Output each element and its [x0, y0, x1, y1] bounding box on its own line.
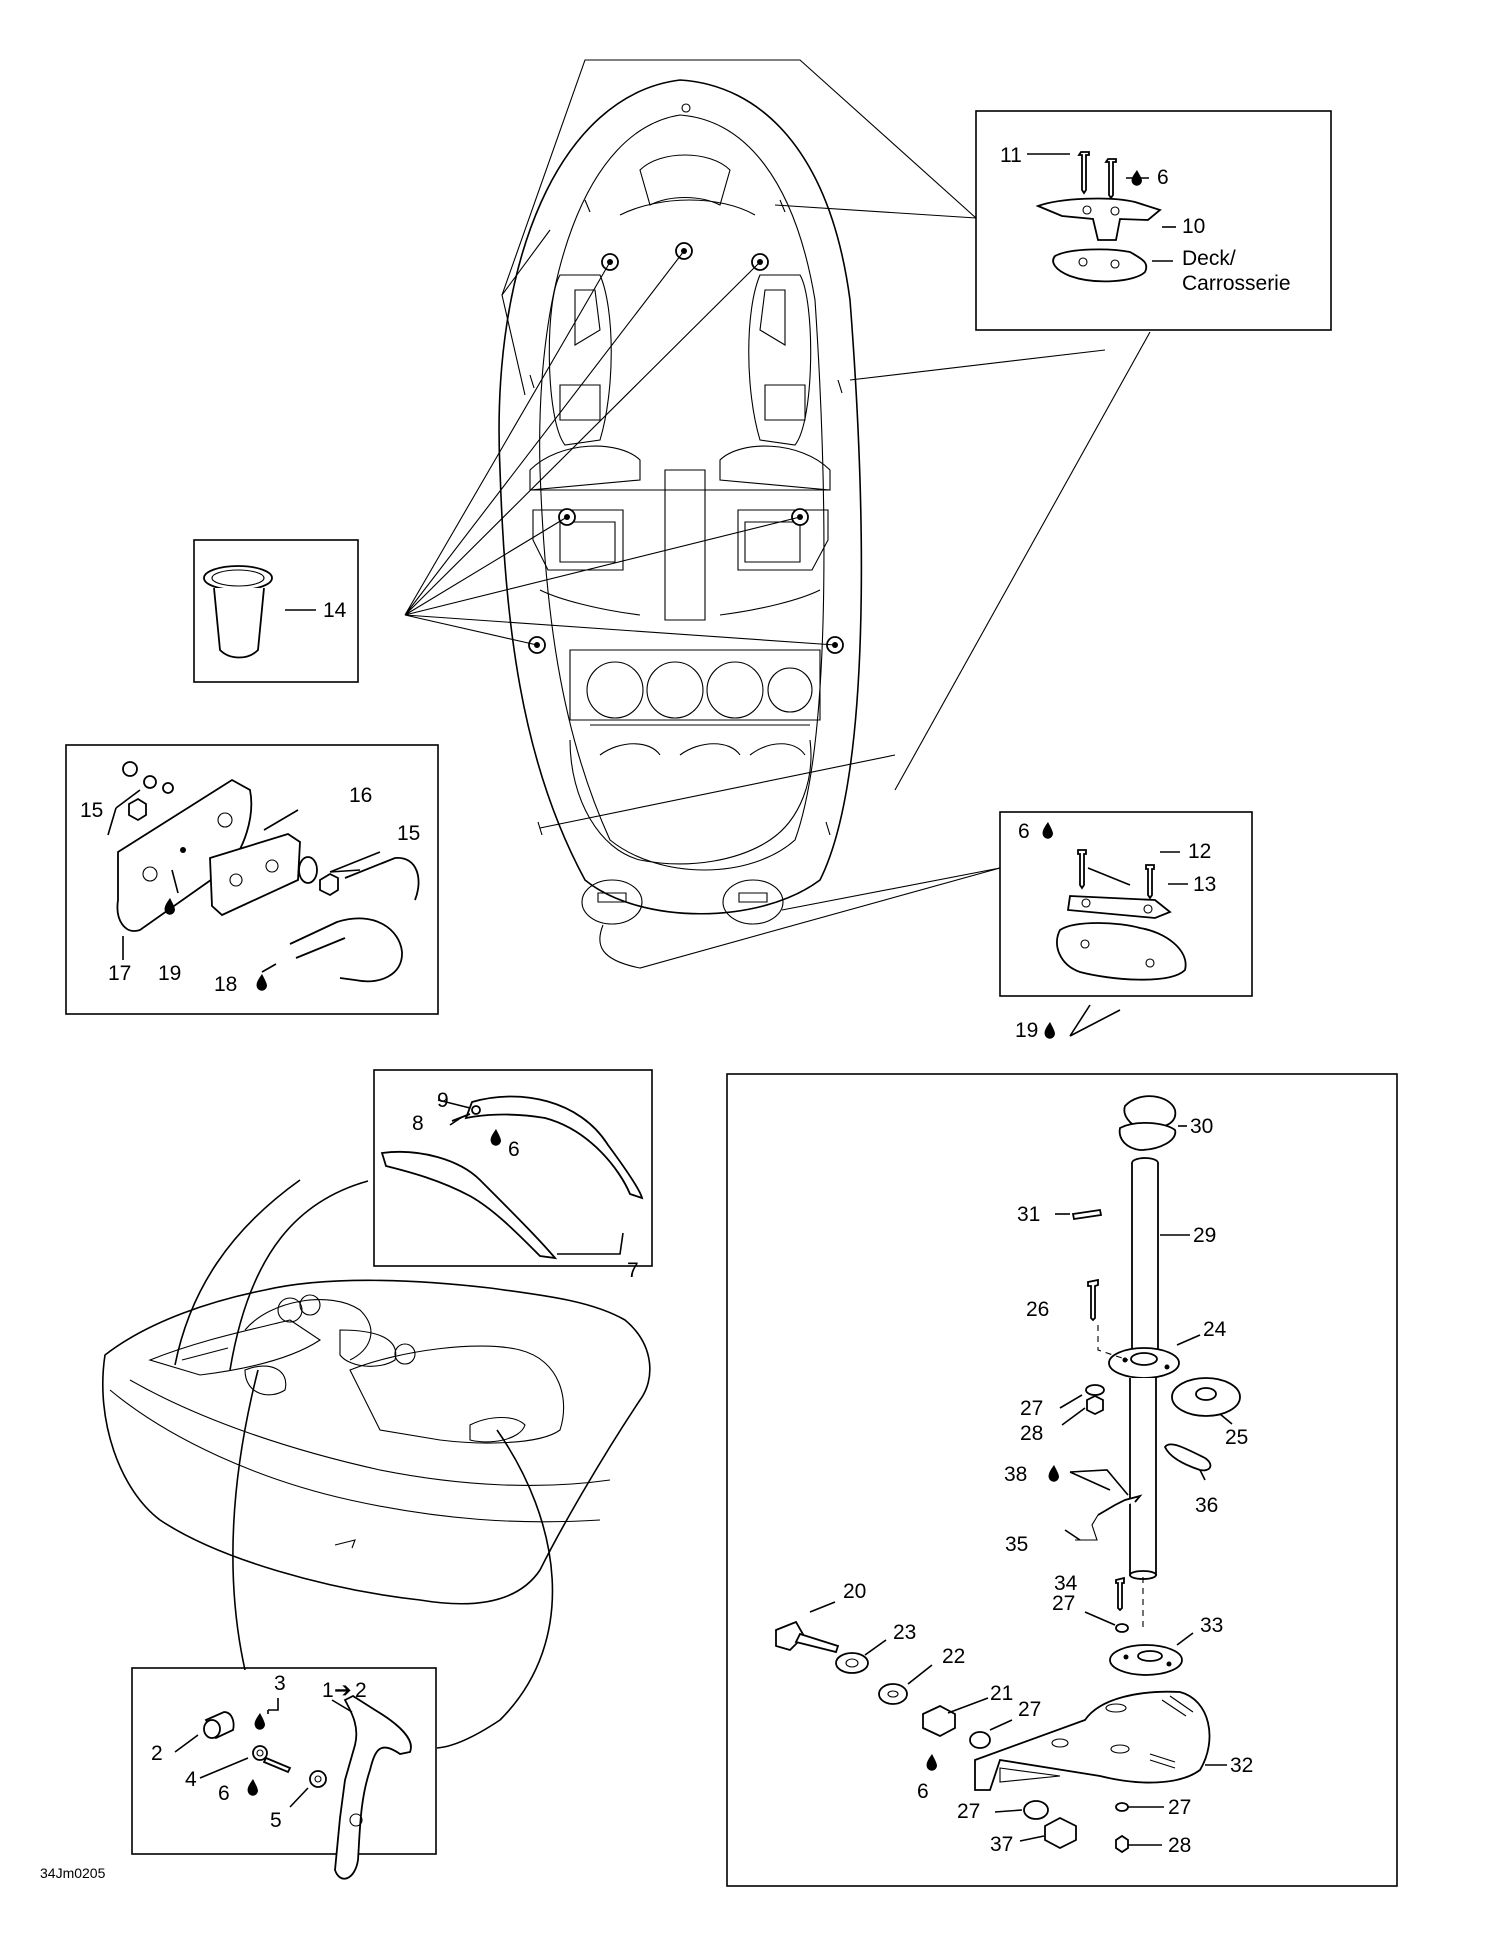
- steering-column-box: 30 29 31 26 24 27 28: [726, 1073, 1398, 1887]
- callout-38: 38: [1004, 1463, 1027, 1486]
- callout-14: 14: [323, 599, 347, 622]
- callout-27c: 27: [1168, 1796, 1191, 1819]
- callout-16: 16: [349, 784, 372, 807]
- callout-13: 13: [1193, 873, 1216, 896]
- callout-28a: 28: [1020, 1422, 1043, 1445]
- grab-handle-box: 9 8 6 7: [373, 1069, 653, 1282]
- callout-19b: 19: [1015, 1019, 1038, 1042]
- callout-37: 37: [990, 1833, 1013, 1856]
- callout-23: 23: [893, 1621, 916, 1644]
- callout-6: 6: [1157, 166, 1169, 189]
- callout-33: 33: [1200, 1614, 1223, 1637]
- callout-1-arrow: ➔: [334, 1679, 352, 1702]
- callout-22: 22: [942, 1645, 965, 1668]
- callout-35: 35: [1005, 1533, 1028, 1556]
- callout-11: 11: [1000, 144, 1022, 167]
- callout-4: 4: [185, 1768, 197, 1791]
- callout-21: 21: [990, 1682, 1013, 1705]
- callout-31: 31: [1017, 1203, 1040, 1226]
- tow-eye-box: 15 16 15 17 19 18: [65, 744, 439, 1015]
- callout-36: 36: [1195, 1494, 1218, 1517]
- callout-34: 34: [1054, 1572, 1078, 1595]
- callout-1-to-2: 2: [355, 1679, 367, 1702]
- deck-leader-lines: [404, 59, 1151, 969]
- callout-32: 32: [1230, 1754, 1253, 1777]
- callout-6-handle: 6: [508, 1138, 520, 1161]
- callout-17: 17: [108, 962, 131, 985]
- callout-7: 7: [627, 1259, 639, 1282]
- callout-24: 24: [1203, 1318, 1227, 1341]
- transom-box: 6 12 13 19: [999, 811, 1253, 1042]
- deck-label-line2: Carrosserie: [1182, 272, 1291, 295]
- callout-10: 10: [1182, 215, 1205, 238]
- callout-9: 9: [437, 1089, 449, 1112]
- callout-26: 26: [1026, 1298, 1049, 1321]
- callout-2: 2: [151, 1742, 163, 1765]
- callout-20: 20: [843, 1580, 866, 1603]
- callout-15a: 15: [80, 799, 103, 822]
- callout-8: 8: [412, 1112, 424, 1135]
- cup-holder-box: 14: [193, 539, 359, 683]
- callout-25: 25: [1225, 1426, 1248, 1449]
- callout-19a: 19: [158, 962, 181, 985]
- callout-29: 29: [1193, 1224, 1216, 1247]
- callout-28b: 28: [1168, 1834, 1191, 1857]
- callout-27a: 27: [1020, 1397, 1043, 1420]
- deck-label-line1: Deck/: [1182, 247, 1236, 270]
- callout-6-lever: 6: [218, 1782, 230, 1805]
- boat-3d-view: [101, 1179, 651, 1749]
- callout-27d: 27: [1018, 1698, 1041, 1721]
- callout-30: 30: [1190, 1115, 1213, 1138]
- callout-5: 5: [270, 1809, 282, 1832]
- callout-3: 3: [274, 1672, 286, 1695]
- callout-1: 1: [322, 1679, 334, 1702]
- cleat-detail-box: 11 6 10 Deck/ Carrosserie: [975, 110, 1332, 331]
- callout-6-transom: 6: [1018, 820, 1030, 843]
- callout-27b: 27: [1052, 1592, 1075, 1615]
- callout-15b: 15: [397, 822, 420, 845]
- throttle-lever-box: 3 1 ➔ 2 2 4 6 5: [131, 1667, 437, 1880]
- callout-18: 18: [214, 973, 237, 996]
- document-ref: 34Jm0205: [40, 1865, 106, 1881]
- callout-27e: 27: [957, 1800, 980, 1823]
- callout-12: 12: [1188, 840, 1211, 863]
- callout-6-steering: 6: [917, 1780, 929, 1803]
